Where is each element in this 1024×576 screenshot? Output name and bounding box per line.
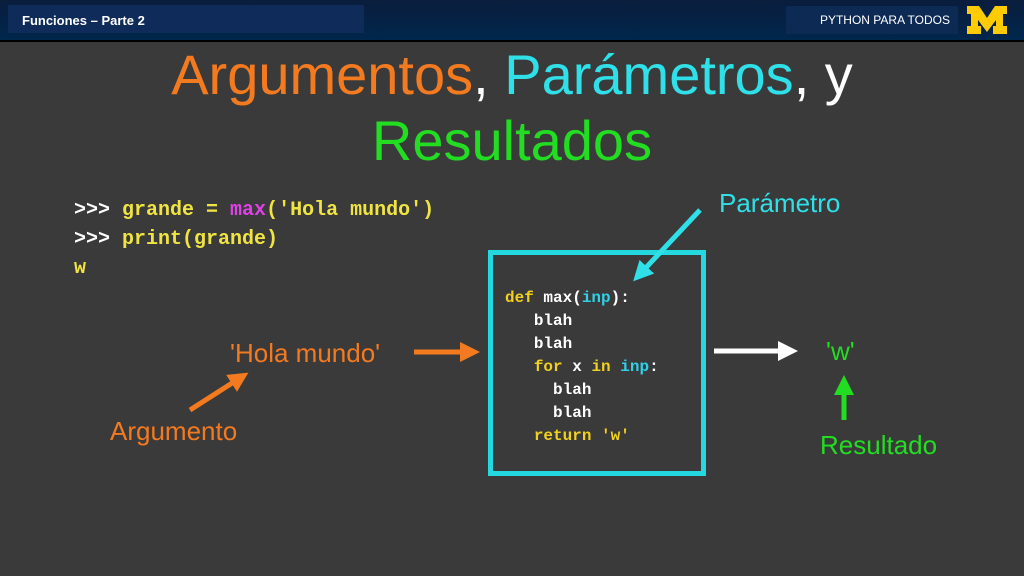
code-for-var: x xyxy=(562,358,592,376)
console-max-func: max xyxy=(230,199,267,222)
code-line-return: return 'w' xyxy=(505,425,659,448)
section-title-box: Funciones – Parte 2 xyxy=(8,5,364,33)
code-for-iter: inp xyxy=(620,358,650,376)
title-argumentos: Argumentos xyxy=(171,43,474,106)
argumento-arrow xyxy=(188,372,249,413)
code-line-def: def max(inp): xyxy=(505,287,659,310)
title-line-2: Resultados xyxy=(0,108,1024,174)
code-func-name: max( xyxy=(533,289,582,307)
function-code: def max(inp): blah blah for x in inp: bl… xyxy=(505,287,659,448)
resultado-label: Resultado xyxy=(820,430,938,460)
code-body-2: blah xyxy=(533,335,573,353)
code-line-for: for x in inp: xyxy=(505,356,659,379)
code-def-end: ): xyxy=(610,289,630,307)
code-param: inp xyxy=(581,289,611,307)
console-line-1: >>> grande = max('Hola mundo') xyxy=(74,196,434,225)
title-parametros: Parámetros xyxy=(504,43,794,106)
python-console: >>> grande = max('Hola mundo')>>> print(… xyxy=(74,196,434,283)
console-output: w xyxy=(74,254,434,283)
university-logo xyxy=(967,6,1007,34)
console-line-2: >>> print(grande) xyxy=(74,225,434,254)
result-value-label: 'w' xyxy=(826,336,855,366)
code-def-keyword: def xyxy=(505,289,534,307)
code-line-blah-2: blah xyxy=(505,333,659,356)
code-body-3: blah xyxy=(553,381,592,399)
function-definition-box: def max(inp): blah blah for x in inp: bl… xyxy=(488,250,706,476)
console-print: print(grande) xyxy=(122,228,279,251)
slide-title: Argumentos, Parámetros, y Resultados xyxy=(0,42,1024,174)
code-body-1: blah xyxy=(533,312,573,330)
argumento-label: Argumento xyxy=(110,416,238,446)
console-prompt: >>> xyxy=(74,199,123,222)
code-for-end: : xyxy=(649,358,659,376)
title-sep-2: , y xyxy=(793,43,853,106)
console-output-value: w xyxy=(74,257,87,280)
code-for-keyword: for xyxy=(533,358,563,376)
course-name: PYTHON PARA TODOS xyxy=(819,13,950,27)
parametro-label: Parámetro xyxy=(719,188,841,218)
code-in-keyword: in xyxy=(591,358,611,376)
title-sep-1: , xyxy=(473,43,505,106)
code-line-blah-4: blah xyxy=(505,402,659,425)
course-name-box: PYTHON PARA TODOS xyxy=(786,6,958,34)
code-return: return 'w' xyxy=(533,427,630,445)
header-bar: Funciones – Parte 2 PYTHON PARA TODOS xyxy=(0,0,1024,42)
title-resultados: Resultados xyxy=(371,109,653,172)
console-max-args: ('Hola mundo') xyxy=(266,199,435,222)
title-line-1: Argumentos, Parámetros, y xyxy=(0,42,1024,108)
section-title: Funciones – Parte 2 xyxy=(22,13,145,28)
parametro-arrow xyxy=(633,208,702,282)
code-line-blah-3: blah xyxy=(505,379,659,402)
code-line-blah-1: blah xyxy=(505,310,659,333)
argument-value-label: 'Hola mundo' xyxy=(230,338,381,368)
code-body-4: blah xyxy=(553,404,592,422)
console-prompt: >>> xyxy=(74,228,123,251)
console-assign: grande = xyxy=(122,199,231,222)
